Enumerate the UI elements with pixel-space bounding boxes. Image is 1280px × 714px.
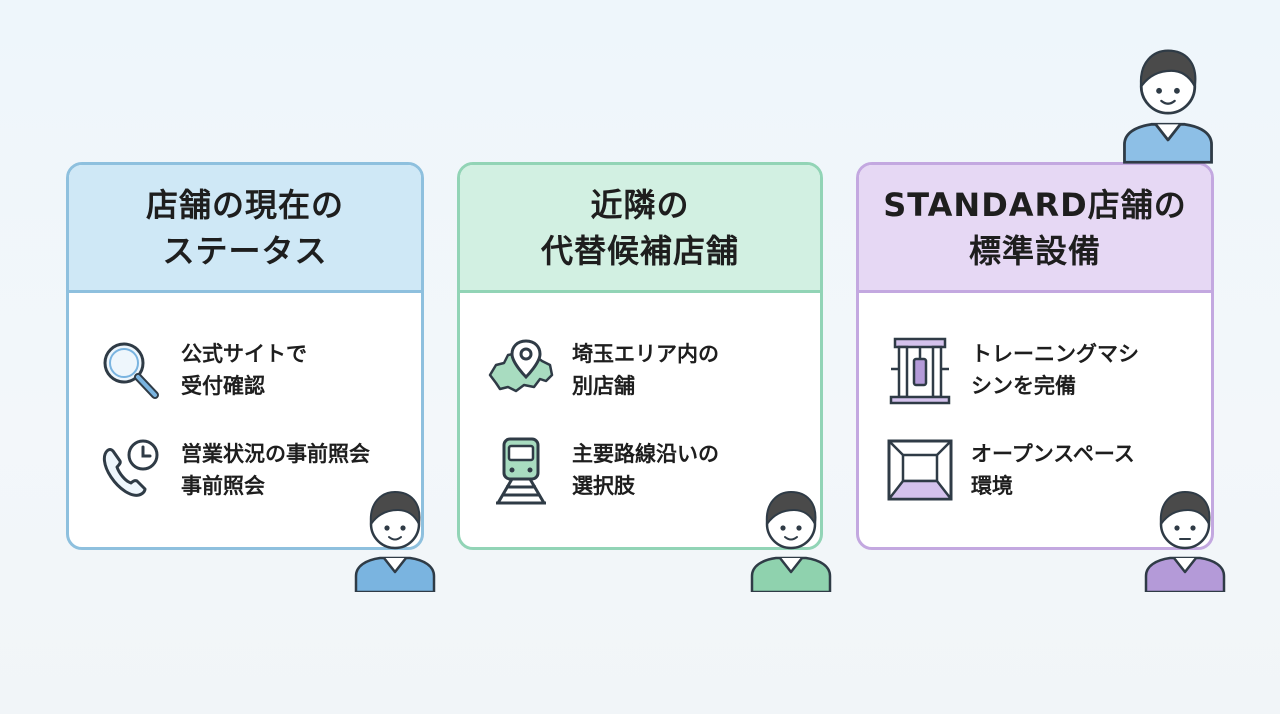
person-icon <box>750 490 832 592</box>
standard-equipment-card-title: STANDARD店舗の 標準設備 <box>883 185 1187 270</box>
alternative-stores-card: 近隣の 代替候補店舗 埼玉エリア内の 別店舗 主要路線沿いの 選択肢 <box>457 162 823 550</box>
equipment-item-machines-text: トレーニングマシ シンを完備 <box>971 342 1139 398</box>
magnifier-icon <box>103 342 159 399</box>
status-item-website: 公式サイトで 受付確認 <box>95 335 307 405</box>
person-icon <box>1123 49 1213 164</box>
person-icon <box>354 490 436 592</box>
alternative-stores-card-header: 近隣の 代替候補店舗 <box>460 165 820 293</box>
alternative-item-train: 主要路線沿いの 選択肢 <box>486 435 719 505</box>
equipment-item-open-space: オープンスペース 環境 <box>885 435 1135 505</box>
equipment-item-machines: トレーニングマシ シンを完備 <box>885 335 1139 405</box>
status-item-phone-text: 営業状況の事前照会 事前照会 <box>181 442 370 498</box>
status-item-phone: 営業状況の事前照会 事前照会 <box>95 435 370 505</box>
open-space-icon <box>887 439 953 501</box>
standard-equipment-card: STANDARD店舗の 標準設備 トレーニングマシ シンを完備 オープンスペース… <box>856 162 1214 550</box>
train-icon <box>496 437 546 505</box>
phone-clock-icon <box>102 439 159 497</box>
status-card: 店舗の現在の ステータス 公式サイトで 受付確認 営業状況の事前照会 事前照会 <box>66 162 424 550</box>
status-item-website-text: 公式サイトで 受付確認 <box>181 342 307 398</box>
status-card-title: 店舗の現在の ステータス <box>145 185 344 270</box>
alternative-item-saitama: 埼玉エリア内の 別店舗 <box>486 335 719 405</box>
person-icon <box>1144 490 1226 592</box>
map-pin-icon <box>488 339 554 393</box>
status-card-header: 店舗の現在の ステータス <box>69 165 421 293</box>
alternative-stores-card-title: 近隣の 代替候補店舗 <box>540 185 739 270</box>
equipment-item-open-space-text: オープンスペース 環境 <box>971 442 1135 498</box>
standard-equipment-card-header: STANDARD店舗の 標準設備 <box>859 165 1211 293</box>
alternative-item-saitama-text: 埼玉エリア内の 別店舗 <box>572 342 719 398</box>
alternative-item-train-text: 主要路線沿いの 選択肢 <box>572 442 719 498</box>
training-machine-icon <box>889 337 951 405</box>
